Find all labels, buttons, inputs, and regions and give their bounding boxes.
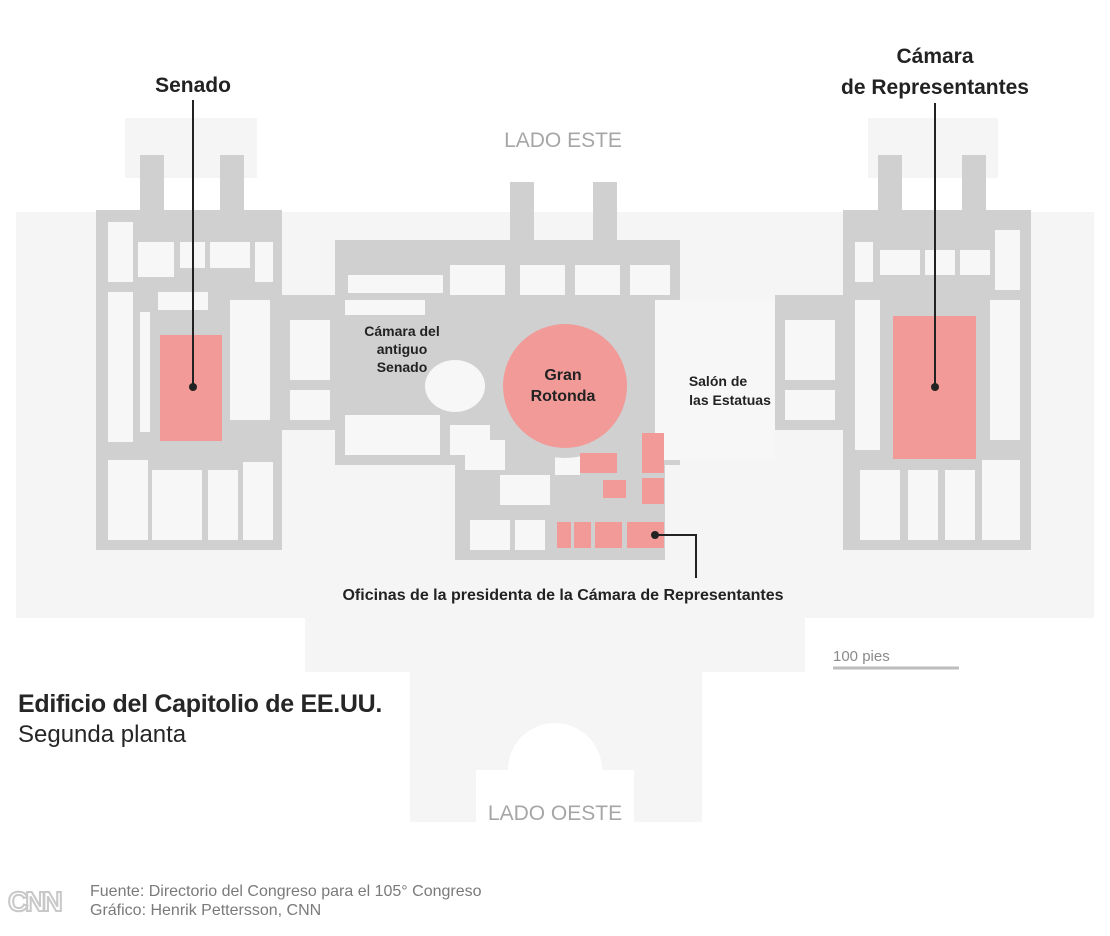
house-label-line1: Cámara (896, 45, 973, 68)
rotunda-label-1: Gran (544, 367, 581, 384)
senate-label: Senado (155, 74, 231, 97)
cnn-logo: CNN (8, 886, 65, 916)
great-rotunda (503, 324, 627, 448)
speaker-office-4 (642, 478, 664, 504)
leader-dots (189, 383, 939, 539)
house-wing-rooms (785, 230, 1020, 540)
east-side-label: LADO ESTE (504, 129, 622, 152)
statuary-label-2: las Estatuas (689, 392, 771, 408)
speaker-office-5 (557, 522, 571, 548)
speaker-office-2 (603, 480, 626, 498)
west-entrance-arch (476, 723, 634, 822)
speaker-offices-label: Oficinas de la presidenta de la Cámara d… (342, 587, 783, 604)
cnn-logo-text: CNN (8, 886, 61, 916)
speaker-office-3 (642, 433, 664, 473)
house-label-line2: de Representantes (841, 76, 1029, 99)
old-senate-label-2: antiguo (377, 341, 428, 357)
scale-label: 100 pies (833, 648, 890, 665)
speaker-office-6 (574, 522, 591, 548)
west-side-label: LADO OESTE (488, 802, 622, 825)
title-block: Edificio del Capitolio de EE.UU. Segunda… (18, 690, 382, 749)
speaker-office-1 (580, 453, 617, 473)
speaker-office-7 (595, 522, 622, 548)
credits: Fuente: Directorio del Congreso para el … (90, 882, 482, 920)
old-senate-chamber-floor (425, 360, 485, 412)
graphic-credit: Gráfico: Henrik Pettersson, CNN (90, 902, 322, 919)
old-senate-label-3: Senado (377, 359, 428, 375)
chart-title: Edificio del Capitolio de EE.UU. (18, 690, 383, 718)
leader-lines (192, 100, 936, 578)
rotunda-label-2: Rotonda (531, 388, 596, 405)
statuary-label-1: Salón de (689, 373, 748, 389)
old-senate-label-1: Cámara del (364, 323, 439, 339)
source-credit: Fuente: Directorio del Congreso para el … (90, 883, 482, 900)
room-blocks (108, 222, 775, 550)
chart-subtitle: Segunda planta (18, 721, 187, 748)
